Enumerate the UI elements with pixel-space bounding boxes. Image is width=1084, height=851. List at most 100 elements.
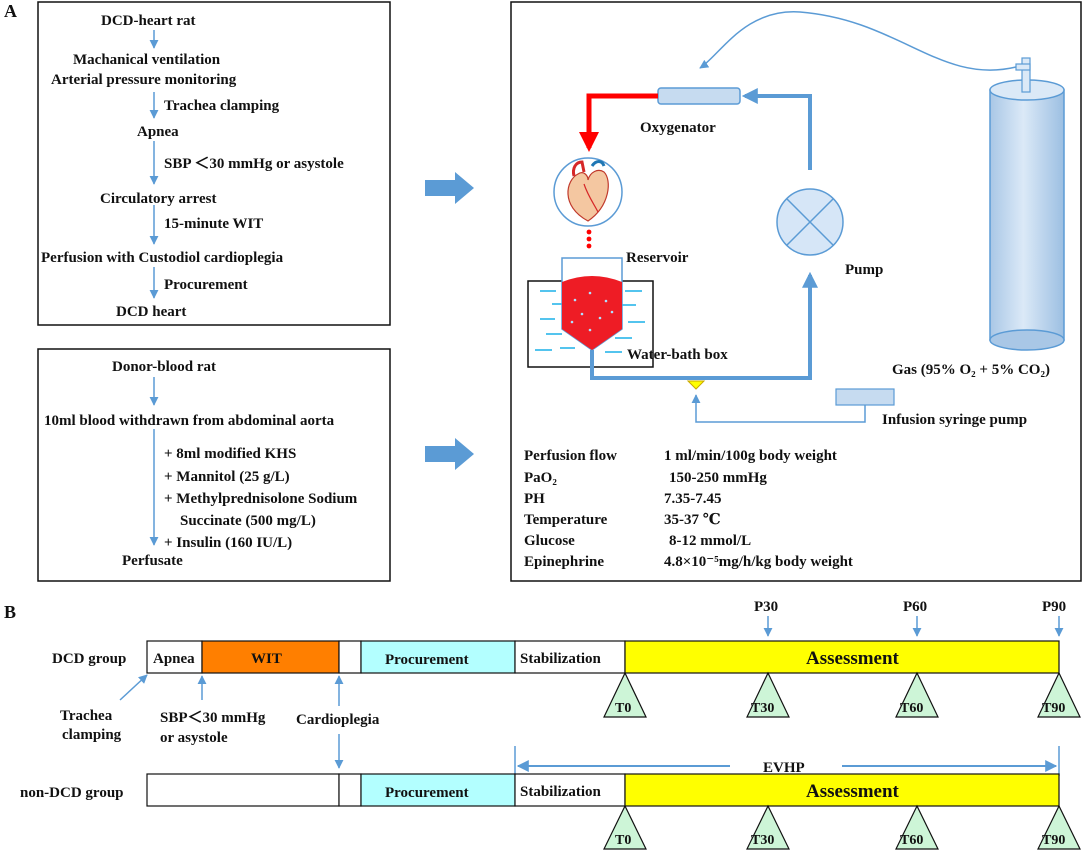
p30-label: P30: [754, 599, 778, 615]
gas-cylinder: [989, 57, 1065, 351]
non-dcd-assessment-label: Assessment: [806, 781, 900, 802]
cardioplegia-label: Cardioplegia: [296, 712, 380, 728]
non-dcd-group-label: non-DCD group: [20, 785, 124, 801]
non-dcd-stabilization-label: Stabilization: [520, 784, 602, 800]
param-name-4: Temperature: [524, 512, 608, 528]
oxygenator: [657, 87, 741, 105]
param-value-6: 4.8×10⁻⁵mg/h/kg body weight: [664, 554, 853, 570]
non-dcd-stabilization-segment: [514, 773, 626, 807]
trachea-label-2: clamping: [62, 727, 122, 743]
additive-5: + Insulin (160 IU/L): [164, 535, 292, 551]
dcd-step-6: Perfusion with Custodiol cardioplegia: [41, 250, 284, 266]
dcd-annot-sbp: SBP ＜30 mmHg or asystole: [164, 156, 344, 172]
panel-b-label: B: [4, 602, 16, 622]
drip-dots: [586, 229, 592, 249]
dcd-step-3: Arterial pressure monitoring: [51, 72, 237, 88]
t-triangles-bottom: [603, 804, 1081, 850]
procurement-label: Procurement: [385, 652, 469, 668]
panel-a-label: A: [4, 1, 17, 21]
dcd-annot-wit: 15-minute WIT: [164, 216, 263, 232]
return-tube: [590, 271, 818, 380]
sbp-label-2: or asystole: [160, 730, 228, 746]
t-triangles-top: [603, 671, 1081, 718]
dcd-step-7: DCD heart: [116, 304, 186, 320]
annotation-labels: Trachea clamping SBP＜30 mmHg or asystole…: [60, 708, 380, 746]
blood-flow-box: [37, 348, 391, 582]
reservoir-blood: [562, 276, 622, 350]
pump-label: Pump: [845, 262, 883, 278]
blood-start: Donor-blood rat: [112, 359, 216, 375]
dcd-step-2: Machanical ventilation: [73, 52, 221, 68]
t60-bottom: T60: [900, 833, 923, 848]
t0-bottom: T0: [615, 833, 631, 848]
param-name-3: PH: [524, 491, 545, 507]
param-value-3: 7.35-7.45: [664, 491, 722, 507]
blood-flow-text: Donor-blood rat 10ml blood withdrawn fro…: [44, 359, 358, 569]
heart-icon: [553, 157, 623, 227]
non-dcd-assessment-segment: [624, 773, 1060, 807]
parameter-table: Perfusion flow 1 ml/min/100g body weight…: [524, 448, 853, 570]
additive-4: Succinate (500 mg/L): [180, 513, 316, 529]
pump-icon: [776, 188, 844, 256]
p60-label: P60: [903, 599, 927, 615]
block-arrow-top: [425, 172, 474, 204]
param-value-5: 8-12 mmol/L: [669, 533, 751, 549]
dcd-annot-trachea: Trachea clamping: [164, 98, 280, 114]
param-value-2: 150-250 mmHg: [669, 470, 767, 486]
dcd-step-4: Apnea: [137, 124, 179, 140]
non-dcd-procurement-label: Procurement: [385, 785, 469, 801]
red-tube: [579, 93, 658, 152]
t-labels-bottom: T0 T30 T60 T90: [615, 833, 1065, 848]
bubbles: [570, 291, 614, 332]
blood-end: Perfusate: [122, 553, 183, 569]
syringe-label: Infusion syringe pump: [882, 412, 1027, 428]
gap-segment: [338, 640, 362, 674]
block-arrow-bottom: [425, 438, 474, 470]
trachea-arrow: [119, 674, 148, 701]
water-bath-label: Water-bath box: [627, 347, 728, 363]
dcd-step-1: DCD-heart rat: [101, 13, 196, 29]
non-dcd-blank-segment: [146, 773, 340, 807]
dcd-group-label: DCD group: [52, 651, 126, 667]
param-value-1: 1 ml/min/100g body weight: [664, 448, 837, 464]
oxygenator-label: Oxygenator: [640, 120, 716, 136]
param-name-6: Epinephrine: [524, 554, 604, 570]
param-name-5: Glucose: [524, 533, 575, 549]
wit-label: WIT: [251, 651, 282, 667]
t30-top: T30: [751, 701, 774, 716]
wit-segment: [201, 640, 340, 674]
trachea-label-1: Trachea: [60, 708, 113, 724]
non-dcd-procurement-segment: [360, 773, 516, 807]
t-labels-top: T0 T30 T60 T90: [615, 701, 1065, 716]
water-lines: [535, 290, 645, 353]
t0-top: T0: [615, 701, 631, 716]
evhp-label: EVHP: [763, 760, 805, 776]
blood-withdraw: 10ml blood withdrawn from abdominal aort…: [44, 413, 335, 429]
gas-label: Gas (95% O₂ + 5% CO₂): [892, 362, 1050, 378]
dcd-annot-procurement: Procurement: [164, 277, 248, 293]
dcd-flow-box: [37, 1, 391, 326]
param-name-1: Perfusion flow: [524, 448, 617, 464]
stabilization-label: Stabilization: [520, 651, 602, 667]
dcd-flow-text: DCD-heart rat Machanical ventilation Art…: [41, 13, 344, 320]
non-dcd-gap-segment: [338, 773, 362, 807]
param-value-4: 35-37 ℃: [664, 512, 721, 528]
reservoir-label: Reservoir: [626, 250, 689, 266]
param-name-2: PaO₂: [524, 470, 557, 486]
p-markers: P30 P60 P90: [754, 599, 1066, 615]
gas-tube: [699, 11, 1017, 71]
t30-bottom: T30: [751, 833, 774, 848]
apnea-label: Apnea: [153, 651, 195, 667]
p-marker-arrows: [763, 616, 1064, 637]
syringe-pump: [835, 388, 895, 406]
additive-2: + Mannitol (25 g/L): [164, 469, 290, 485]
t90-top: T90: [1042, 701, 1065, 716]
dcd-bar-labels: Apnea WIT Procurement Stabilization: [153, 651, 602, 668]
dcd-step-5: Circulatory arrest: [100, 191, 217, 207]
pump-to-oxygenator-tube: [741, 88, 812, 170]
additive-3: + Methylprednisolone Sodium: [164, 491, 358, 507]
circuit-box: [510, 1, 1082, 582]
infusion-port: [686, 380, 706, 390]
apnea-segment: [146, 640, 203, 674]
p90-label: P90: [1042, 599, 1066, 615]
